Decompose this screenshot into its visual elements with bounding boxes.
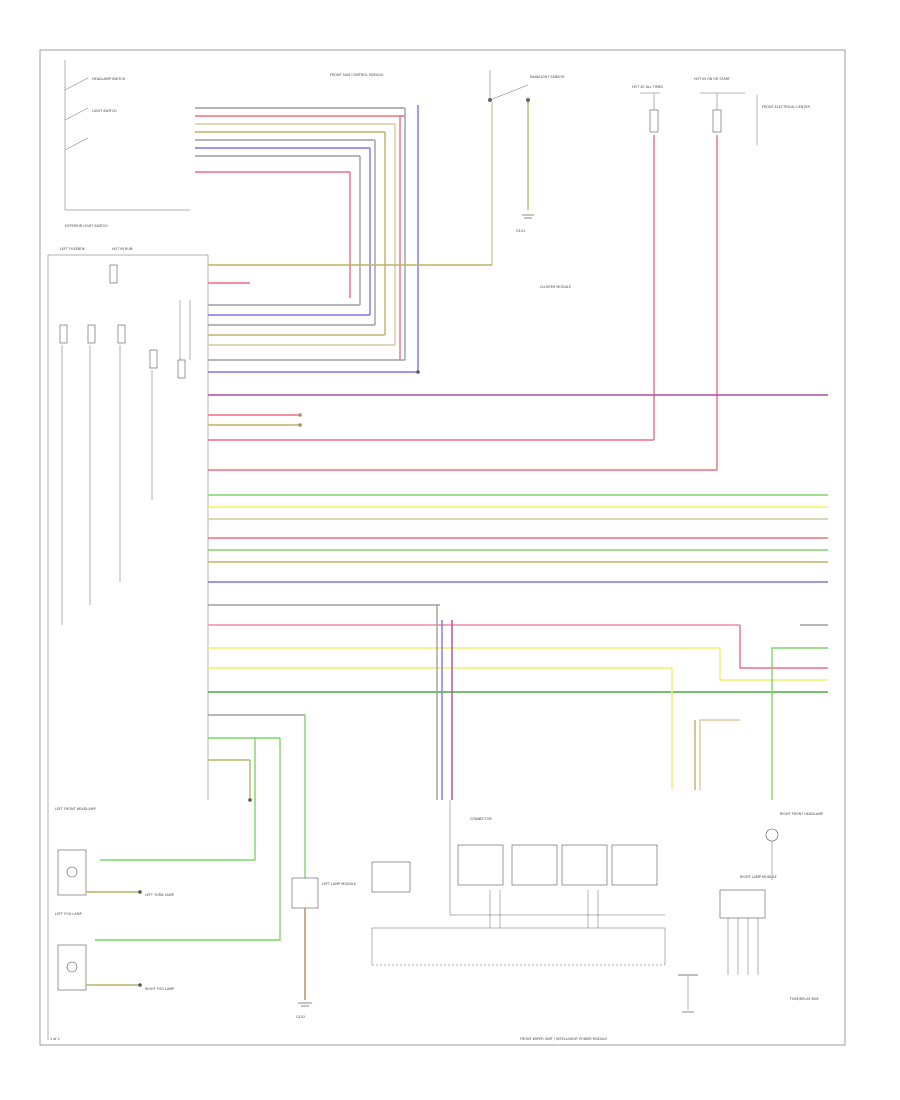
bottom-modules: CONNECTOR — [371, 800, 666, 966]
bottom-title: FRONT WIPER UNIT / INTELLIGENT POWER MOD… — [520, 1037, 607, 1041]
right-note-label: FRONT ELECTRICAL CENTER — [762, 105, 811, 109]
distribution-label: FUSE/RELAY BOX — [790, 997, 819, 1001]
module-l-label: LEFT LAMP MODULE — [322, 882, 356, 886]
headlamp-r-label: RIGHT FRONT HEADLAMP — [780, 812, 823, 816]
vertical-bundle — [349, 105, 419, 372]
fog-r-label: RIGHT FOG LAMP — [145, 987, 174, 991]
mid-fuse-label: HOT IN RUN — [112, 247, 133, 251]
center-module: LEFT LAMP MODULE G102 — [291, 877, 356, 1019]
left-feeders — [47, 255, 153, 1040]
headlamp-l-label: LEFT FRONT HEADLAMP — [55, 807, 96, 811]
fog-l-label: LEFT FOG LAMP — [55, 912, 82, 916]
connector-label: CONNECTOR — [470, 817, 492, 821]
left-lamps: LEFT FRONT HEADLAMP LEFT TURN LAMP LEFT … — [55, 807, 174, 991]
switch-block: HEADLAMP SWITCH LIGHT SWITCH EXTERIOR LI… — [64, 60, 190, 228]
fuse-top-l-label: HOT AT ALL TIMES — [632, 85, 663, 89]
harness — [208, 264, 828, 761]
center-note-label: CLUSTER MODULE — [540, 285, 571, 289]
right-lamps: RIGHT FRONT HEADLAMP RIGHT LAMP MODULE — [678, 812, 823, 1013]
ground-b-label: G102 — [296, 1015, 305, 1019]
sensor-top-label: RAIN/LIGHT SENSOR — [530, 75, 565, 79]
diagram-frame — [39, 49, 846, 1046]
page-ref: 1 of 2 — [50, 1037, 60, 1041]
central-connector — [179, 255, 209, 800]
right-bends — [719, 624, 828, 800]
turn-l-label: LEFT TURN LAMP — [145, 893, 174, 897]
top-connector-wires — [195, 107, 405, 173]
ground-a-label: G101 — [516, 229, 525, 233]
light-switch-label: EXTERIOR LIGHT SWITCH — [65, 224, 108, 228]
module-top-label: FRONT SAM CONTROL MODULE — [330, 73, 384, 77]
module-r-label: RIGHT LAMP MODULE — [740, 875, 777, 879]
stub-ends — [248, 370, 420, 802]
lower-drops — [95, 605, 740, 941]
switch-b-label: LIGHT SWITCH — [92, 109, 117, 113]
top-fuses: HOT AT ALL TIMES HOT IN ON OR START FRON… — [632, 77, 811, 145]
switch-a-label: HEADLAMP SWITCH — [92, 77, 126, 81]
left-fuse-label: LEFT FUSEBOX — [60, 247, 86, 251]
left-fuse-area: LEFT FUSEBOX HOT IN RUN — [48, 247, 208, 379]
fuse-top-r-label: HOT IN ON OR START — [694, 77, 731, 81]
rain-sensor: RAIN/LIGHT SENSOR G101 — [488, 70, 565, 265]
